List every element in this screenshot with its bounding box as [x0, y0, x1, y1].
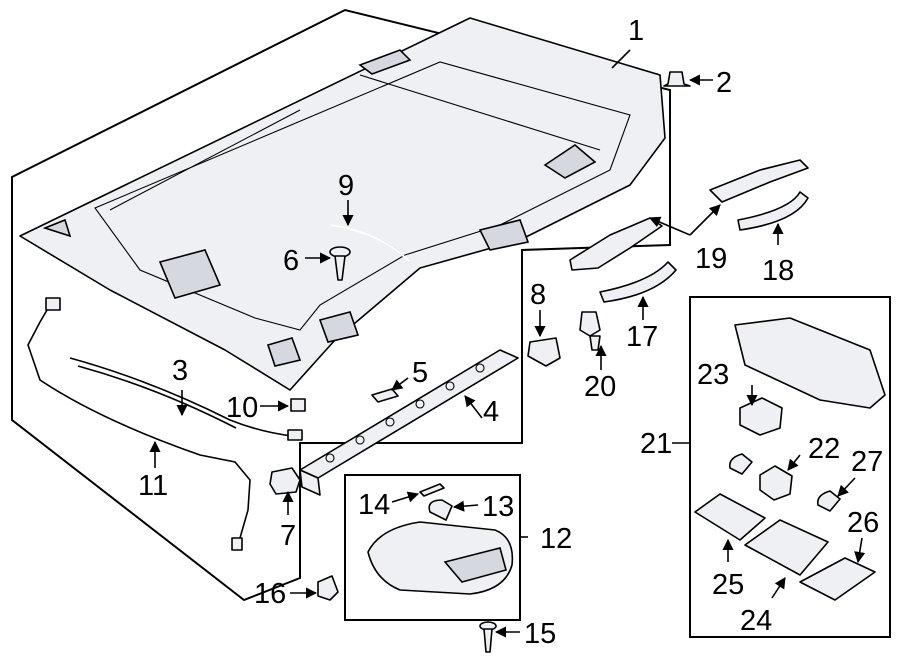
callout-18: 18 — [762, 255, 794, 287]
bolt-20 — [579, 311, 601, 351]
bracket-19a — [569, 217, 663, 271]
switch-22 — [759, 465, 793, 501]
bracket-7 — [269, 467, 301, 495]
clip-2 — [663, 71, 691, 87]
callout-14: 14 — [358, 489, 390, 521]
bulb-27 — [816, 490, 841, 512]
sunvisor-group-box — [344, 474, 521, 621]
callout-7: 7 — [280, 520, 296, 552]
callout-9: 9 — [338, 170, 354, 202]
bracket-19b — [709, 159, 809, 203]
sunvisor-12-mirror — [443, 547, 507, 583]
arrow-14 — [391, 491, 420, 503]
housing-24 — [744, 519, 829, 576]
callout-1: 1 — [628, 15, 644, 47]
arrow-22 — [787, 454, 801, 471]
wire-harness — [27, 297, 303, 551]
leader-1 — [611, 49, 631, 69]
lamp-rail-4 — [299, 349, 519, 496]
headliner-panel — [19, 17, 666, 391]
callout-19: 19 — [695, 243, 727, 275]
callout-4: 4 — [483, 396, 499, 428]
callout-13: 13 — [482, 491, 514, 523]
callout-21: 21 — [640, 428, 672, 460]
callout-24: 24 — [740, 605, 772, 637]
callout-11: 11 — [138, 470, 168, 502]
console-group-box — [689, 296, 891, 638]
callout-8: 8 — [530, 279, 546, 311]
callout-17: 17 — [626, 321, 658, 353]
seal-strip-9-inner — [329, 224, 411, 263]
arrow-24 — [771, 577, 786, 599]
callout-16: 16 — [254, 578, 286, 610]
callout-26: 26 — [847, 507, 879, 539]
bulb-left — [728, 453, 753, 475]
clip-16 — [317, 575, 339, 601]
callout-20: 20 — [584, 371, 616, 403]
arrow-27 — [837, 477, 856, 497]
callout-27: 27 — [851, 446, 883, 478]
callout-12: 12 — [540, 523, 572, 555]
arrow-4 — [464, 395, 483, 419]
pad-5 — [371, 388, 399, 403]
switch-23 — [739, 397, 783, 436]
bulb-13 — [428, 499, 453, 521]
callout-22: 22 — [808, 433, 840, 465]
lens-26 — [799, 557, 876, 601]
leader-19a — [648, 216, 691, 236]
arrow-26 — [854, 537, 866, 564]
callout-23: 23 — [697, 359, 729, 391]
callout-25: 25 — [712, 569, 744, 601]
arrow-5 — [391, 377, 409, 391]
label-14 — [419, 483, 445, 497]
handle-18 — [737, 191, 809, 231]
screw-15 — [479, 621, 497, 653]
lens-25 — [694, 493, 766, 541]
callout-5: 5 — [412, 357, 428, 389]
callout-10: 10 — [226, 392, 258, 424]
arrow-13 — [452, 500, 479, 512]
leader-19b — [689, 204, 721, 236]
callout-3: 3 — [172, 355, 188, 387]
callout-2: 2 — [716, 67, 732, 99]
console-housing — [734, 317, 886, 409]
callout-15: 15 — [524, 618, 556, 650]
bracket-8 — [527, 337, 561, 367]
callout-6: 6 — [283, 245, 299, 277]
screw-6 — [329, 246, 351, 281]
connector-10 — [290, 398, 306, 412]
handle-17 — [599, 261, 677, 303]
